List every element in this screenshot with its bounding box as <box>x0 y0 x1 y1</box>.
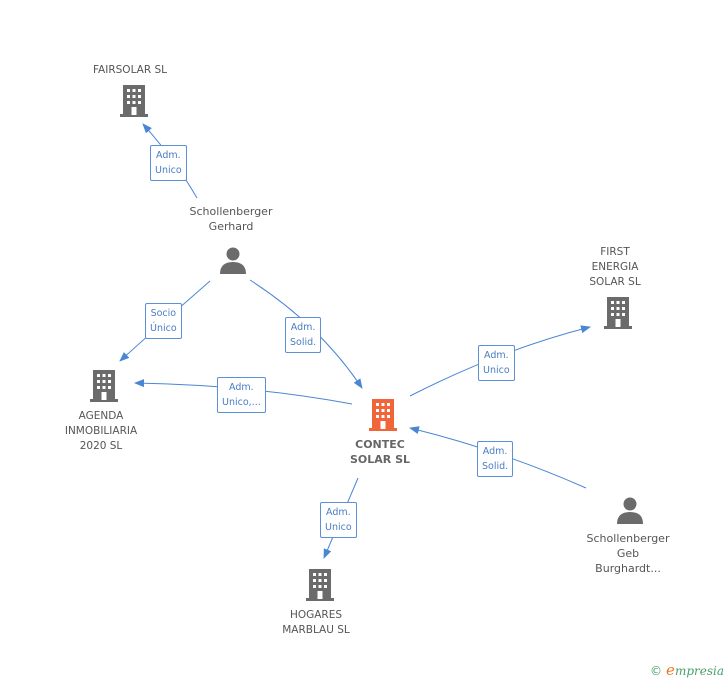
person-icon[interactable] <box>615 495 645 525</box>
node-name-line[interactable]: Geb <box>616 547 640 560</box>
building-icon[interactable] <box>119 84 149 118</box>
node-label-first-energia[interactable]: FIRST ENERGIA SOLAR SL <box>565 245 665 290</box>
edge-label-line: Adm. <box>156 150 181 161</box>
copyright-symbol: © <box>650 664 663 678</box>
edge-label-contec-first: Adm. Unico <box>478 345 515 381</box>
person-icon[interactable] <box>218 245 248 275</box>
brand-logo-e: e <box>666 661 675 679</box>
edges <box>119 123 591 559</box>
node-label-schollenberger-gerhard[interactable]: Schollenberger Gerhard <box>170 204 292 234</box>
edge-label-line: Adm. <box>484 350 509 361</box>
building-icon[interactable] <box>305 568 335 602</box>
edge-label-gerhard-contec: Adm. Solid. <box>285 317 322 353</box>
building-icon[interactable] <box>603 296 633 330</box>
edge-label-line: Unico <box>155 165 182 176</box>
node-label-fairsolar[interactable]: FAIRSOLAR SL <box>70 63 190 78</box>
building-icon[interactable] <box>89 369 119 403</box>
edge-label-line: Socio <box>150 308 177 319</box>
node-name-line[interactable]: MARBLAU SL <box>282 624 350 636</box>
node-name-line[interactable]: 2020 SL <box>79 440 123 452</box>
brand-logo-text: mpresia <box>674 664 724 678</box>
edge-label-geb-contec: Adm. Solid. <box>477 441 514 477</box>
edge-label-line: Solid. <box>290 337 317 348</box>
node-name-line[interactable]: FIRST <box>600 246 630 258</box>
edge-label-contec-hogares: Adm. Unico <box>320 502 357 538</box>
node-label-hogares[interactable]: HOGARES MARBLAU SL <box>266 608 366 638</box>
node-name-line[interactable]: Schollenberger <box>189 205 273 218</box>
node-name-line[interactable]: SOLAR SL <box>589 276 641 288</box>
edge-label-contec-agenda: Adm. Unico,... <box>217 377 266 413</box>
node-name-line[interactable]: CONTEC <box>355 438 405 451</box>
edge-label-line: Adm. <box>482 446 508 457</box>
edge-label-line: Adm. <box>290 322 316 333</box>
edge-label-line: Único <box>150 323 177 334</box>
edge-label-gerhard-agenda: Socio Único <box>145 303 182 339</box>
node-name-line[interactable]: AGENDA <box>78 410 124 422</box>
node-label-contec[interactable]: CONTEC SOLAR SL <box>330 437 430 467</box>
edge-label-line: Unico <box>325 522 352 533</box>
edge-label-line: Adm. <box>326 507 351 518</box>
node-label-agenda[interactable]: AGENDA INMOBILIARIA 2020 SL <box>51 409 151 454</box>
edge-label-line: Unico,... <box>222 397 261 408</box>
main-building-icon[interactable] <box>368 398 398 432</box>
node-name-line[interactable]: HOGARES <box>289 609 343 621</box>
node-name-line[interactable]: Burghardt... <box>595 562 661 575</box>
node-label-schollenberger-geb[interactable]: Schollenberger Geb Burghardt... <box>570 531 686 576</box>
node-name-line[interactable]: INMOBILIARIA <box>64 425 138 437</box>
edge-label-line: Unico <box>483 365 510 376</box>
edge-label-line: Adm. <box>229 382 254 393</box>
node-name-line[interactable]: SOLAR SL <box>349 453 411 466</box>
node-name[interactable]: FAIRSOLAR SL <box>92 64 167 76</box>
node-name-line[interactable]: Gerhard <box>208 220 254 233</box>
edge-label-gerhard-fairsolar: Adm. Unico <box>150 145 187 181</box>
empresia-watermark: ©empresia <box>650 661 724 679</box>
edge-label-line: Solid. <box>482 461 509 472</box>
node-name-line[interactable]: Schollenberger <box>586 532 670 545</box>
node-name-line[interactable]: ENERGIA <box>591 261 639 273</box>
